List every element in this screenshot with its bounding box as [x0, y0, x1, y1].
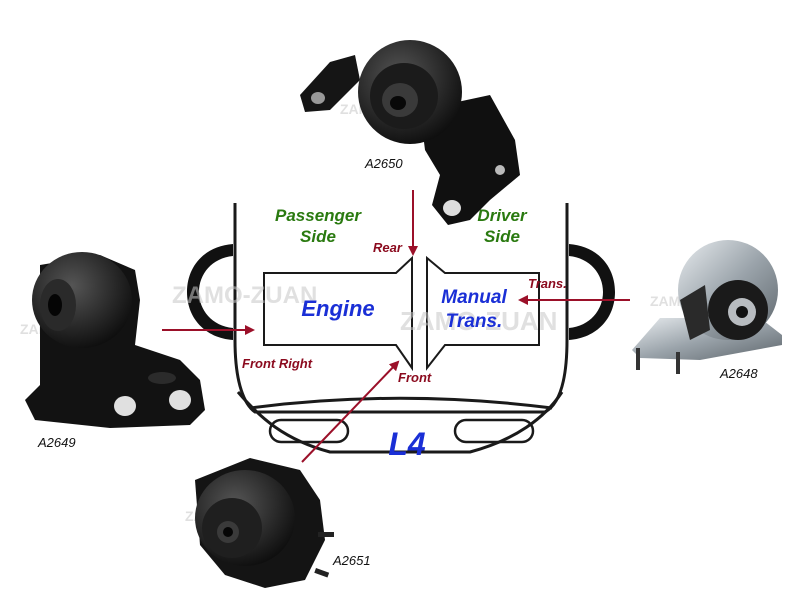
- part-label-a2650: A2650: [364, 156, 403, 171]
- engine-block: [263, 255, 413, 372]
- driver-side-label-2: Side: [484, 227, 520, 246]
- part-label-a2649: A2649: [37, 435, 76, 450]
- right-fender: [569, 244, 615, 340]
- front-right-label: Front Right: [242, 356, 313, 371]
- transmission-block: [426, 255, 540, 371]
- mount-a2651: [195, 458, 334, 588]
- headlights: [268, 418, 535, 444]
- part-label-a2651: A2651: [332, 553, 371, 568]
- mount-a2650: [300, 40, 520, 225]
- left-fender: [187, 244, 233, 340]
- rear-label: Rear: [373, 240, 403, 255]
- driver-side-label: Driver: [477, 206, 528, 225]
- watermark-left: ZAMO-ZUAN: [172, 282, 317, 309]
- transmission-label: Manual: [441, 287, 507, 308]
- mount-a2649: [25, 252, 205, 428]
- engine-type-label: L4: [388, 426, 426, 462]
- car-outline: [233, 203, 569, 454]
- passenger-side-label: Passenger: [275, 206, 362, 225]
- arrow-front: [301, 360, 400, 463]
- watermark-center: ZAMO-ZUAN: [400, 306, 557, 336]
- engine-label: Engine: [301, 296, 374, 321]
- trans-label: Trans.: [528, 276, 567, 291]
- mount-a2648: [632, 240, 782, 374]
- transmission-label-2: Trans.: [446, 311, 503, 332]
- front-label: Front: [398, 370, 432, 385]
- part-label-a2648: A2648: [719, 366, 758, 381]
- passenger-side-label-2: Side: [300, 227, 336, 246]
- arrows: [162, 190, 630, 463]
